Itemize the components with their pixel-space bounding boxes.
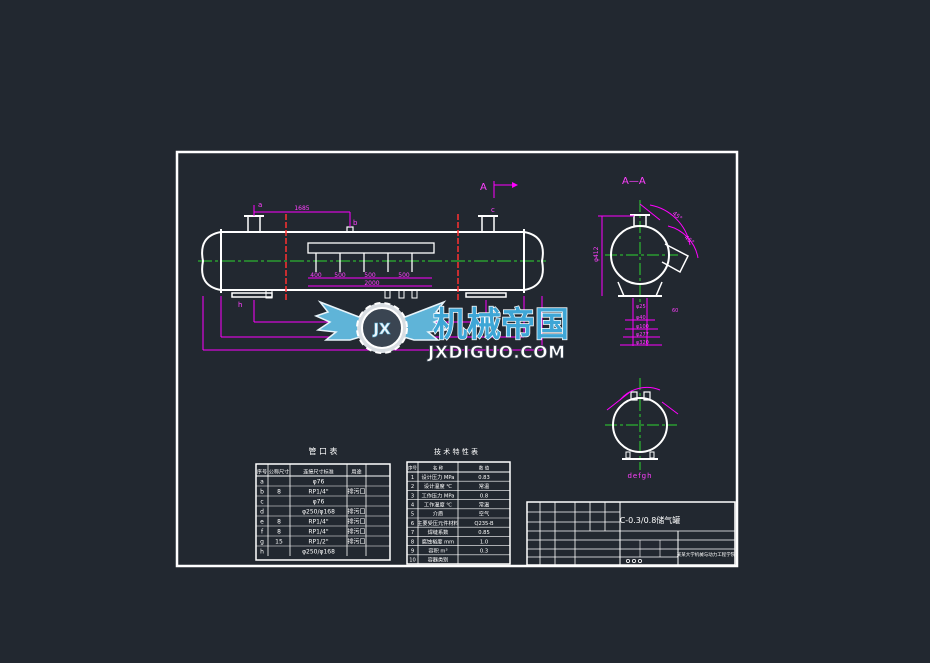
table-cell: 容器类别 xyxy=(428,556,449,564)
table-cell: 介质 xyxy=(433,510,443,518)
table-cell: 5 xyxy=(411,512,414,518)
nozzle-table-title: 管 口 表 xyxy=(308,446,337,456)
title-block: C-0.3/0.8储气罐 某某大学机械与动力工程学院 xyxy=(526,501,736,566)
dim-under-3: 500 xyxy=(364,272,376,279)
table-cell: 10 xyxy=(409,558,416,564)
table-cell: 腐蚀裕度 mm xyxy=(422,537,455,545)
nozzle-letter-h: h xyxy=(238,301,242,309)
dim-side: 60 xyxy=(672,308,678,314)
table-cell: RP1/4" xyxy=(308,489,328,496)
watermark-cn: 机械帝国 xyxy=(433,305,569,345)
table-cell: 0.3 xyxy=(480,549,488,555)
table-cell: 排污口 xyxy=(347,538,365,546)
table-cell: 排污口 xyxy=(347,518,365,526)
dim-angle-1: 45° xyxy=(671,210,684,222)
section-arrow-label: A xyxy=(480,182,487,193)
sheet-frame xyxy=(175,150,739,568)
table-cell: Q235-B xyxy=(474,521,494,527)
dim-under-1: 400 xyxy=(310,272,322,279)
section-view-aa: A—A φ412 45° 45° 60 φ25 φ40 φ100 φ277 φ3… xyxy=(593,176,699,346)
table-cell: RP1/4" xyxy=(308,529,328,536)
table-cell: 设计压力 MPa xyxy=(422,473,455,481)
table-cell: 8 xyxy=(277,519,281,526)
table-cell: RP1/4" xyxy=(308,519,328,526)
table-cell: φ76 xyxy=(313,479,325,486)
dim-top-span: 1685 xyxy=(294,205,309,212)
table-header-cell: 序号 xyxy=(408,465,417,472)
watermark-logo: JX 机械帝国 JXDIGUO.COM xyxy=(313,300,570,363)
table-cell: 空气 xyxy=(479,510,489,518)
table-cell: c xyxy=(260,499,263,506)
table-header-cell: 名 称 xyxy=(433,465,444,472)
table-cell: 8 xyxy=(411,539,414,545)
school-name: 某某大学机械与动力工程学院 xyxy=(677,551,736,558)
table-cell: 6 xyxy=(411,521,414,527)
table-cell: h xyxy=(260,549,264,556)
table-cell: φ250/φ168 xyxy=(302,509,335,516)
table-cell: 工作温度 ℃ xyxy=(424,501,452,509)
table-cell: RP1/2" xyxy=(308,539,328,546)
watermark-badge: JX xyxy=(372,320,391,338)
table-cell: 1 xyxy=(411,475,414,481)
table-cell: 4 xyxy=(411,503,415,509)
table-cell: 0.8 xyxy=(480,493,488,499)
table-header-cell: 连接尺寸标准 xyxy=(303,469,334,476)
table-header-cell: 序号 xyxy=(257,469,267,476)
table-cell: 工作压力 MPa xyxy=(422,491,455,499)
table-cell: 排污口 xyxy=(347,528,365,536)
dim-under-4: 500 xyxy=(398,272,410,279)
table-cell: 0.85 xyxy=(478,530,490,536)
watermark-en: JXDIGUO.COM xyxy=(427,343,566,363)
dim-stack-3: φ100 xyxy=(636,324,649,330)
dim-stack-2: φ40 xyxy=(636,315,646,321)
dim-total: 2000 xyxy=(364,280,379,287)
table-cell: 主要受压元件材料 xyxy=(417,519,459,527)
nozzle-letter-a: a xyxy=(258,201,262,209)
table-header-cell: 公称尺寸 xyxy=(269,469,289,476)
dim-stack-1: φ25 xyxy=(636,304,646,310)
dim-stack-5: φ320 xyxy=(636,340,649,346)
label-defgh: defgh xyxy=(627,472,652,480)
table-cell: 8 xyxy=(277,489,281,496)
table-cell: 焊缝系数 xyxy=(428,528,450,536)
table-cell: 0.83 xyxy=(478,475,490,481)
table-cell: d xyxy=(260,509,264,516)
table-cell: a xyxy=(260,479,264,486)
table-cell: 2 xyxy=(411,484,414,490)
table-cell: g xyxy=(260,539,264,546)
table-cell: b xyxy=(260,489,264,496)
table-cell: 3 xyxy=(411,493,414,499)
table-cell: 1.0 xyxy=(480,539,488,545)
table-cell: φ250/φ168 xyxy=(302,549,335,556)
table-cell: 排污口 xyxy=(347,488,365,496)
lower-section-view: defgh xyxy=(605,378,679,480)
section-label: A—A xyxy=(622,176,646,187)
table-header-cell: 用途 xyxy=(351,469,361,476)
table-cell: 9 xyxy=(411,549,414,555)
nozzle-letter-b: b xyxy=(353,219,358,227)
table-cell: φ76 xyxy=(313,499,325,506)
table-cell: 设计温度 ℃ xyxy=(424,482,452,490)
drawing-title: C-0.3/0.8储气罐 xyxy=(620,515,681,525)
dim-under-2: 500 xyxy=(334,272,346,279)
nozzle-letter-c: c xyxy=(491,206,495,214)
table-header-cell: 数 值 xyxy=(479,465,490,472)
table-cell: 常温 xyxy=(479,482,489,490)
table-cell: 7 xyxy=(411,530,414,536)
table-cell: f xyxy=(261,529,264,536)
tech-table-title: 技 术 特 性 表 xyxy=(434,447,478,456)
table-cell: e xyxy=(260,519,264,526)
table-cell: 排污口 xyxy=(347,508,365,516)
dim-stack-4: φ277 xyxy=(636,332,649,338)
table-cell: 容积 m³ xyxy=(428,547,447,555)
table-cell: 15 xyxy=(275,539,283,546)
dim-vertical: φ412 xyxy=(593,246,600,262)
table-cell: 常温 xyxy=(479,501,489,509)
table-cell: 8 xyxy=(277,529,281,536)
